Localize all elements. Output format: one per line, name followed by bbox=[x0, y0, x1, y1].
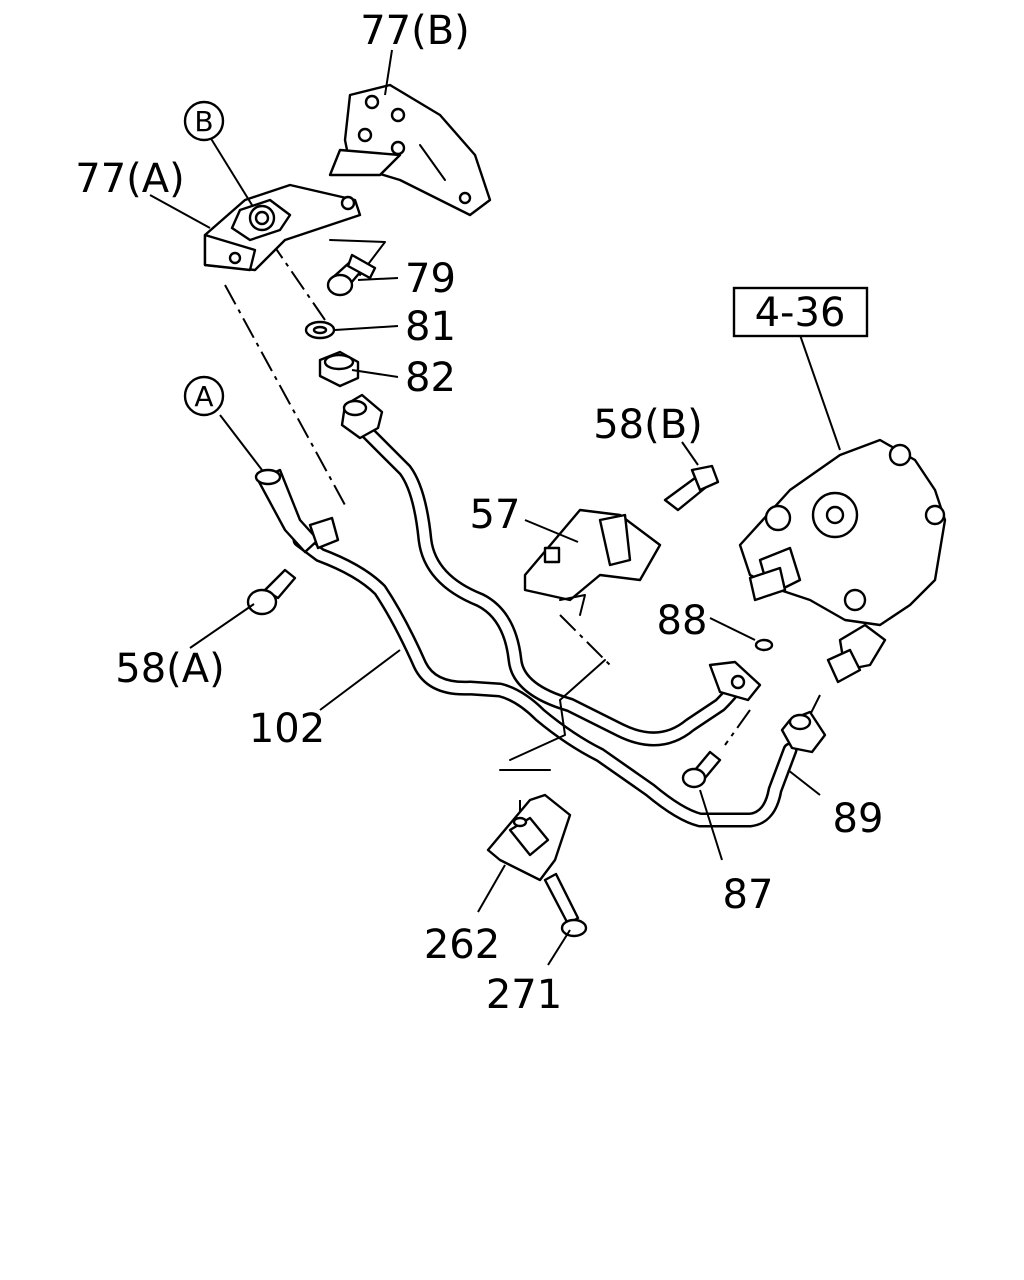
callout-77b: 77(B) bbox=[360, 8, 470, 54]
hose-fitting-a bbox=[254, 468, 340, 554]
callout-81: 81 bbox=[405, 304, 456, 350]
callout-88: 88 bbox=[657, 598, 708, 644]
pump-4-36 bbox=[738, 438, 947, 684]
callout-79: 79 bbox=[405, 256, 456, 302]
bracket-77a bbox=[203, 183, 362, 272]
callout-271: 271 bbox=[486, 972, 562, 1018]
circle-marker-a bbox=[183, 375, 225, 417]
reference-box bbox=[732, 286, 869, 338]
flare-nut-upper bbox=[340, 393, 384, 440]
circle-marker-b-label: B bbox=[194, 105, 213, 138]
circle-marker-b bbox=[183, 100, 225, 142]
clamp-262 bbox=[486, 793, 572, 882]
callout-58b: 58(B) bbox=[593, 402, 703, 448]
flange-87 bbox=[708, 660, 762, 702]
callout-87: 87 bbox=[723, 872, 774, 918]
pipe-upper bbox=[357, 422, 748, 747]
bolt-58a bbox=[246, 568, 297, 616]
reference-box-label: 4-36 bbox=[755, 290, 846, 336]
oring-88 bbox=[754, 638, 774, 652]
circle-marker-a-label: A bbox=[194, 380, 213, 413]
callout-77a: 77(A) bbox=[75, 156, 184, 202]
nut-82 bbox=[318, 350, 360, 388]
bolt-271 bbox=[543, 872, 588, 938]
bolt-79 bbox=[326, 253, 377, 297]
bolt-58b bbox=[663, 464, 720, 512]
callout-89: 89 bbox=[833, 796, 884, 842]
bracket-77b bbox=[328, 83, 492, 217]
callout-102: 102 bbox=[249, 706, 325, 752]
bolt-87 bbox=[681, 750, 722, 789]
bracket-57 bbox=[523, 508, 662, 616]
callout-58a: 58(A) bbox=[115, 646, 224, 692]
callout-262: 262 bbox=[424, 922, 500, 968]
callout-82: 82 bbox=[405, 355, 456, 401]
pipe-102 bbox=[292, 532, 798, 828]
flare-nut-89 bbox=[780, 710, 827, 754]
callout-57: 57 bbox=[470, 492, 521, 538]
